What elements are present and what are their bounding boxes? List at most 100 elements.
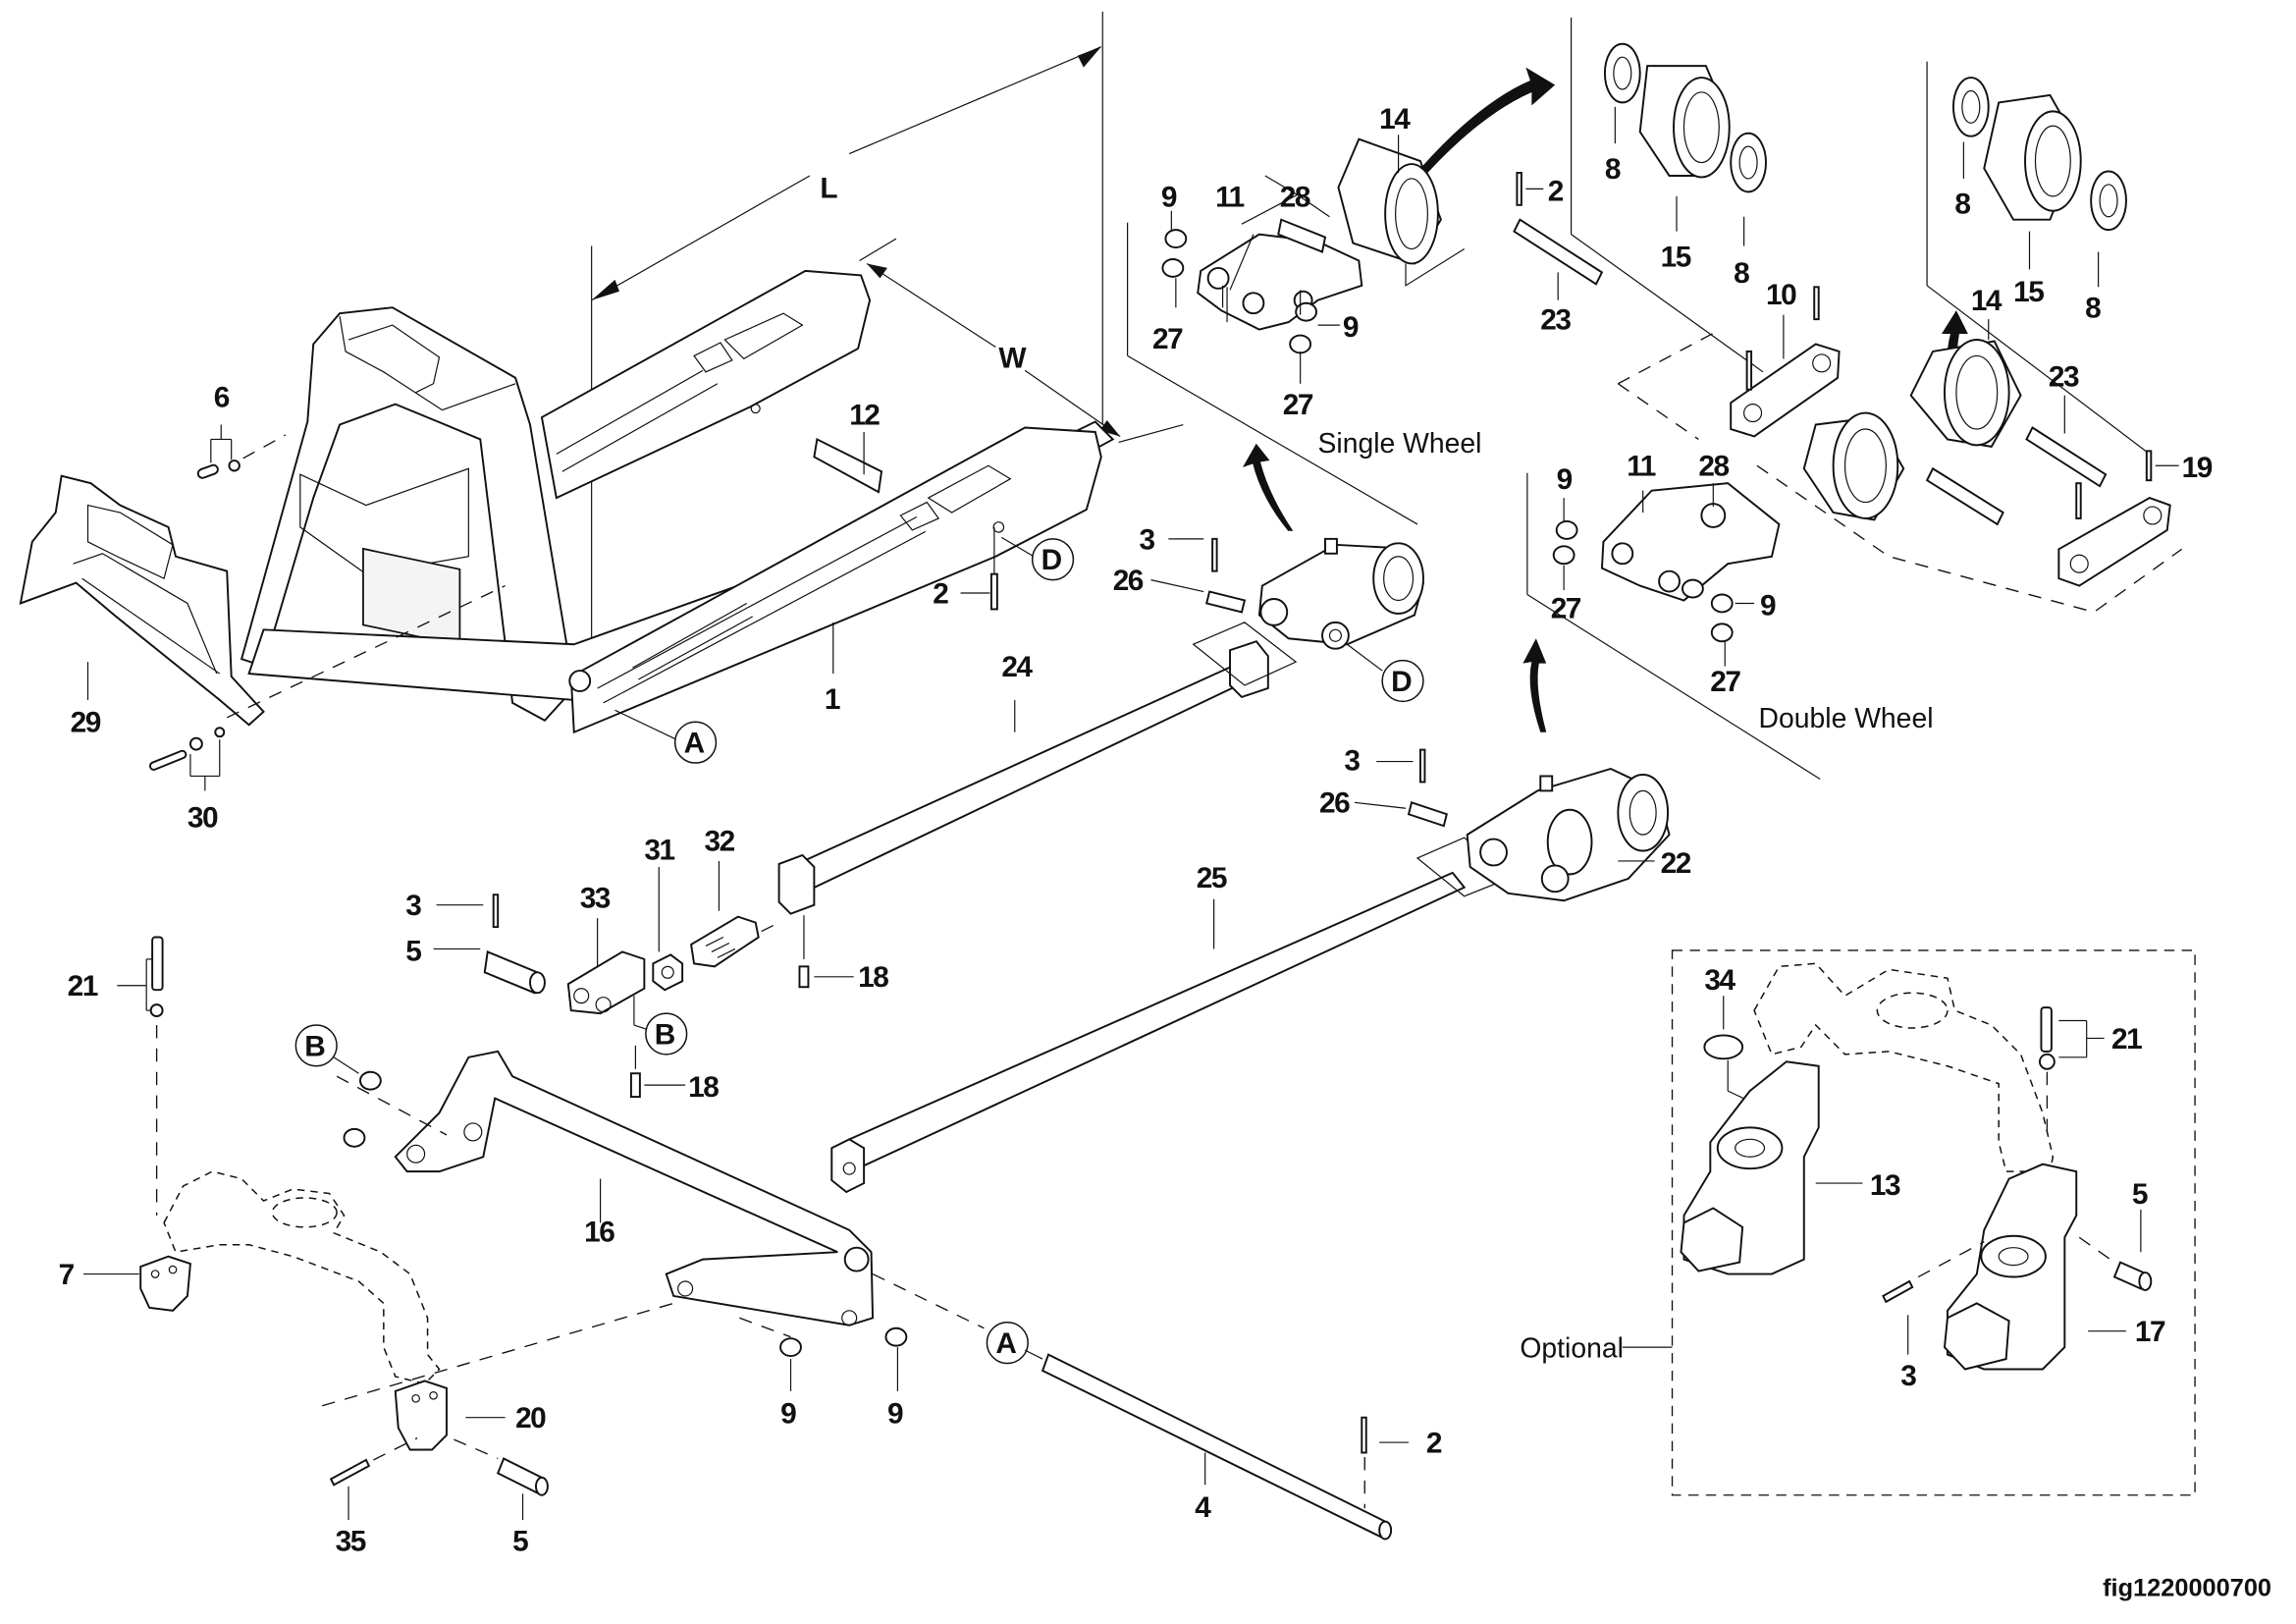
callout-3-single: 3 [1140,523,1155,556]
pin-part-26-single [1150,537,1247,614]
callout-8-a2: 8 [1734,257,1749,290]
callout-28-single: 28 [1280,181,1310,213]
axle-part-4: A [986,1322,1410,1541]
callout-25: 25 [1197,862,1227,894]
callout-15-b: 15 [2013,276,2044,308]
bearing-group-a [1571,17,1767,373]
callout-18-a: 18 [858,961,888,994]
lift-linkage-part-16: B [294,1024,985,1407]
reference-marker-d-roller: D [1347,643,1424,703]
callout-5-optional: 5 [2132,1178,2148,1211]
callout-8-b1: 8 [1954,189,1970,221]
roll-pin-part-35 [329,1436,418,1521]
callout-9-d1: 9 [1557,463,1573,496]
dimension-label-length: L [820,172,837,204]
caption-optional: Optional [1520,1333,1624,1365]
adjuster-assembly: B [433,860,854,1099]
callout-14-single: 14 [1379,103,1411,135]
reference-marker-a-frame: A [614,709,718,764]
callout-34: 34 [1704,964,1735,997]
callout-3-double: 3 [1344,744,1360,777]
optional-box [1622,949,2196,1496]
push-rod-part-24 [777,622,1298,915]
push-rod-part-25 [830,837,1510,1194]
callout-1: 1 [825,683,840,716]
double-wheel-group [1526,286,2183,780]
callout-30: 30 [187,802,218,835]
callout-9-b2: 9 [887,1398,903,1431]
reference-marker-d-fork: D [1001,536,1075,581]
callout-28-double: 28 [1698,451,1729,483]
callout-9-s2: 9 [1343,311,1359,344]
callout-10: 10 [1766,279,1796,311]
callout-21-optional: 21 [2111,1023,2142,1056]
single-roller-assembly [1257,537,1425,650]
callout-13: 13 [1870,1169,1900,1202]
svg-text:D: D [1041,544,1062,576]
callout-19: 19 [2182,452,2213,484]
dimension-l: L [591,11,1103,688]
figure-code: fig1220000700 [2103,1575,2271,1602]
callout-2-fork: 2 [933,577,948,610]
svg-text:A: A [684,728,705,760]
callout-11-double: 11 [1627,451,1655,483]
callout-23-double: 23 [2049,361,2079,394]
callout-2-rod: 2 [1426,1428,1442,1460]
dimension-label-width: W [998,342,1027,374]
callout-9-b1: 9 [780,1398,796,1431]
callout-16: 16 [584,1217,614,1249]
callout-9-s1: 9 [1161,181,1177,213]
callout-15-a: 15 [1661,241,1691,273]
callout-18-b: 18 [688,1071,719,1104]
callout-9-d2: 9 [1760,589,1776,622]
callout-2-single: 2 [1548,175,1564,207]
cover-mount-axis [226,584,506,719]
screw-washer-part-6 [196,424,287,479]
caster-bracket-ghost-left [163,1170,441,1385]
single-wheel-group [1127,135,1604,525]
callout-11-single: 11 [1215,181,1244,213]
bracket-part-7 [83,1255,191,1312]
callout-20: 20 [515,1402,546,1435]
callout-17: 17 [2135,1316,2165,1348]
svg-text:D: D [1391,666,1412,698]
callout-8-b2: 8 [2085,293,2101,325]
callout-23-single: 23 [1540,304,1571,337]
callout-7: 7 [59,1259,75,1291]
dimension-w: W [859,238,1184,443]
arrow-to-double-wheel [1522,638,1547,732]
callout-26-double: 26 [1319,787,1350,820]
bracket-part-20 [394,1380,506,1451]
callout-32: 32 [705,826,735,858]
callout-3-optional: 3 [1900,1360,1916,1392]
callout-8-a1: 8 [1605,153,1621,186]
callout-12: 12 [849,400,880,432]
callout-3-steer: 3 [405,890,421,922]
arrow-to-single-wheel [1243,443,1294,531]
cover-part-29 [19,474,265,727]
svg-text:A: A [995,1327,1016,1360]
roll-pin-part-2-fork [960,526,998,611]
callout-24: 24 [1001,651,1033,683]
callout-5-steer: 5 [405,935,421,967]
callout-31: 31 [644,834,674,866]
callout-35: 35 [336,1525,366,1557]
callout-4: 4 [1195,1491,1211,1524]
bearing-group-b [1926,61,2151,455]
arrow-to-bearing-group-a [1419,67,1556,173]
callout-33: 33 [580,883,611,915]
callout-5-bottom: 5 [512,1525,528,1557]
double-roller-assembly-part-22 [1466,767,1671,902]
caption-double-wheel: Double Wheel [1759,703,1934,734]
screw-washer-part-21-left [117,936,164,1216]
pin-part-26-double [1354,748,1448,828]
callout-29: 29 [71,707,101,739]
callout-14-double: 14 [1971,285,2002,317]
svg-text:B: B [304,1030,325,1062]
pin-part-12 [813,431,883,494]
callout-27-d2: 27 [1710,666,1740,698]
callout-6: 6 [214,382,230,414]
fork-frame-part-1 [240,269,1115,734]
callout-21-left: 21 [68,970,98,1002]
